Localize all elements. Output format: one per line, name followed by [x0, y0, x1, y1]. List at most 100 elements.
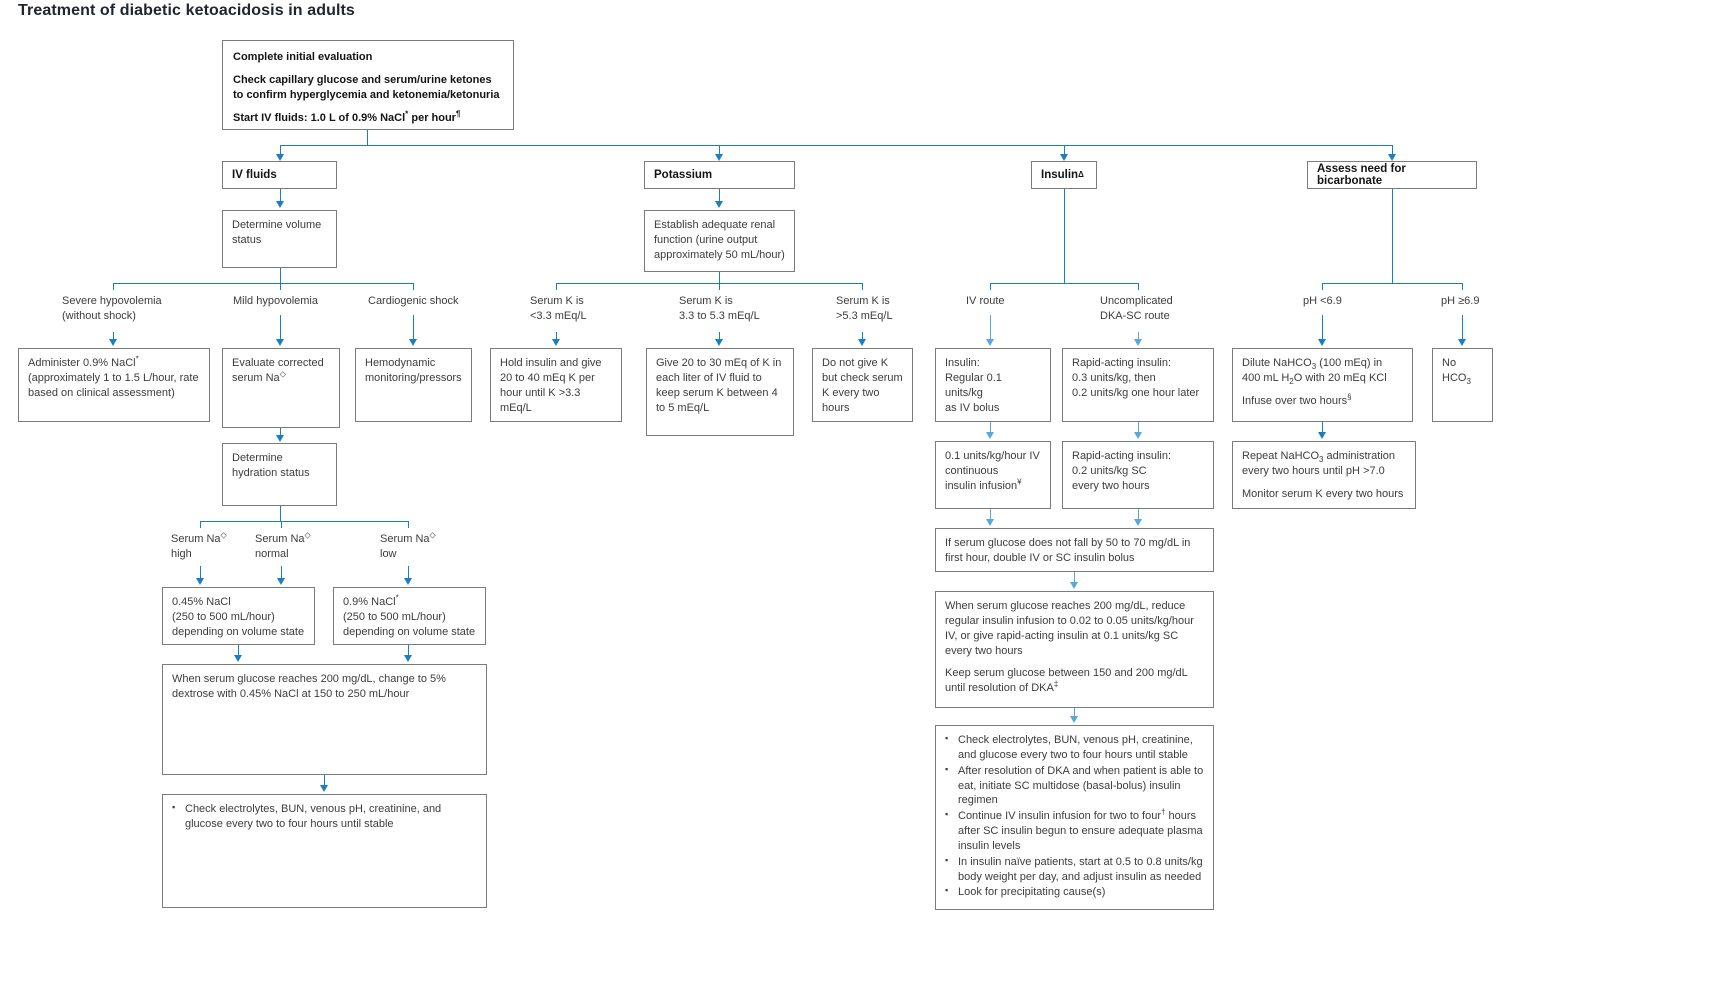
connector-volume-branch-v — [280, 268, 281, 283]
no-hco3-text: No HCO3 — [1442, 357, 1471, 387]
connector-bicarb-v — [1392, 189, 1393, 283]
arrow-mild-to-evaluate — [276, 315, 285, 346]
node-renal-function: Establish adequate renal function (urine… — [644, 210, 795, 272]
stub-k-high — [862, 283, 863, 290]
stub-na-low — [408, 521, 409, 528]
node-nacl-09: 0.9% NaCl* (250 to 500 mL/hour) dependin… — [333, 587, 486, 645]
stub-sc-route — [1138, 283, 1139, 290]
arrow-potassium-to-renal — [715, 189, 724, 208]
arrow-evaluate-to-hydration — [276, 428, 285, 442]
connector-hydration-branch-h — [200, 521, 408, 522]
arrow-to-bicarbonate — [1388, 145, 1397, 161]
repeat-nahco3-p2: Monitor serum K every two hours — [1242, 487, 1404, 500]
label-sc-route-line1: Uncomplicated — [1100, 295, 1173, 307]
node-determine-hydration: Determine hydration status — [222, 443, 337, 506]
label-na-normal-line2: normal — [255, 548, 289, 561]
arrow-09-to-dextrose — [404, 645, 413, 662]
monitoring-right-bullet-4: In insulin naïve patients, start at 0.5 … — [945, 854, 1204, 885]
label-k-mid: Serum K is 3.3 to 5.3 mEq/L — [679, 294, 760, 325]
node-iv-infusion: 0.1 units/kg/hour IV continuous insulin … — [935, 441, 1051, 509]
node-iv-bolus: Insulin: Regular 0.1 units/kg as IV bolu… — [935, 348, 1051, 422]
arrow-dilute-to-repeat — [1318, 422, 1327, 439]
node-give-k: Give 20 to 30 mEq of K in each liter of … — [646, 348, 794, 436]
stub-ph-low — [1322, 283, 1323, 290]
label-sc-route-line2: DKA-SC route — [1100, 310, 1170, 323]
arrow-repeat-to-double — [1134, 509, 1143, 526]
label-k-high: Serum K is >5.3 mEq/L — [836, 294, 893, 325]
label-serum-na-normal: Serum Na◇ normal — [255, 530, 311, 563]
node-header-potassium: Potassium — [644, 161, 795, 189]
stub-na-normal — [281, 521, 282, 528]
arrow-bolus-to-infusion — [986, 422, 995, 439]
nacl-045-line2: (250 to 500 mL/hour) — [172, 610, 275, 623]
stub-mild — [280, 283, 281, 290]
label-na-low-line1: Serum Na◇ — [380, 530, 436, 545]
arrow-na-high-to-045 — [196, 566, 205, 585]
arrow-severe-to-administer — [109, 332, 118, 346]
iv-bolus-line2: Regular 0.1 units/kg — [945, 371, 1002, 399]
node-administer-nacl: Administer 0.9% NaCl* (approximately 1 t… — [18, 348, 210, 422]
stub-cardiogenic — [413, 283, 414, 290]
arrow-na-normal-to-045 — [277, 566, 286, 585]
arrow-k-low-to-hold — [552, 332, 561, 346]
node-no-hco3: No HCO3 — [1432, 348, 1493, 422]
dilute-nahco3-p2: Infuse over two hours§ — [1242, 392, 1352, 407]
connector-volume-branch-h — [113, 283, 413, 284]
iv-infusion-line3: insulin infusion¥ — [945, 477, 1022, 492]
label-na-normal-line1: Serum Na◇ — [255, 530, 311, 545]
reduce-insulin-p1: When serum glucose reaches 200 mg/dL, re… — [945, 600, 1194, 657]
connector-k-branch-v — [719, 272, 720, 283]
administer-text: Administer 0.9% NaCl* (approximately 1 t… — [28, 354, 199, 399]
node-header-iv-fluids: IV fluids — [222, 161, 337, 189]
arrow-ph-high-to-nohco3 — [1458, 315, 1467, 346]
hemodynamic-text: Hemodynamic monitoring/pressors — [365, 357, 462, 384]
no-k-text: Do not give K but check serum K every tw… — [822, 357, 903, 414]
arrow-initial-to-repeat — [1134, 422, 1143, 439]
label-ph-low: pH <6.9 — [1303, 295, 1342, 307]
node-hold-insulin: Hold insulin and give 20 to 40 mEq K per… — [490, 348, 622, 422]
connector-insulin-branch-h — [990, 283, 1138, 284]
stub-k-mid — [719, 283, 720, 290]
label-k-high-line1: Serum K is — [836, 295, 890, 307]
sc-repeat-line1: Rapid-acting insulin: — [1072, 450, 1172, 462]
monitoring-left-bullet-1: Check electrolytes, BUN, venous pH, crea… — [172, 801, 477, 832]
node-initial-evaluation: Complete initial evaluation Check capill… — [222, 40, 514, 130]
node-determine-volume: Determine volume status — [222, 210, 337, 268]
nacl-09-line3: depending on volume state — [343, 625, 476, 638]
label-k-high-line2: >5.3 mEq/L — [836, 310, 893, 323]
label-severe-line2: (without shock) — [62, 310, 136, 323]
reduce-insulin-p2: Keep serum glucose between 150 and 200 m… — [945, 667, 1188, 695]
connector-insulin-v — [1064, 189, 1065, 283]
monitoring-left-list: Check electrolytes, BUN, venous pH, crea… — [172, 801, 477, 832]
node-dextrose: When serum glucose reaches 200 mg/dL, ch… — [162, 664, 487, 775]
arrow-to-insulin — [1060, 145, 1069, 161]
nacl-045-line3: depending on volume state — [172, 625, 305, 638]
initial-evaluation-line1: Complete initial evaluation — [233, 51, 373, 63]
iv-bolus-line1: Insulin: — [945, 357, 980, 369]
monitoring-right-list: Check electrolytes, BUN, venous pH, crea… — [945, 732, 1204, 900]
node-evaluate-serum-na: Evaluate corrected serum Na◇ — [222, 348, 340, 428]
nacl-045-line1: 0.45% NaCl — [172, 596, 231, 608]
iv-infusion-line2: continuous — [945, 464, 999, 477]
renal-function-text: Establish adequate renal function (urine… — [654, 219, 785, 261]
monitoring-right-bullet-5: Look for precipitating cause(s) — [945, 884, 1204, 900]
arrow-iv-route-to-bolus — [986, 315, 995, 346]
sc-repeat-line3: every two hours — [1072, 479, 1150, 492]
label-k-low-line1: Serum K is — [530, 295, 584, 307]
page-title: Treatment of diabetic ketoacidosis in ad… — [18, 2, 355, 19]
arrow-iv-to-volume-status — [276, 189, 285, 208]
arrow-sc-route-to-initial — [1134, 332, 1143, 346]
node-no-k: Do not give K but check serum K every tw… — [812, 348, 913, 422]
arrow-na-low-to-09 — [404, 566, 413, 585]
hold-insulin-text: Hold insulin and give 20 to 40 mEq K per… — [500, 357, 602, 414]
sc-initial-line1: Rapid-acting insulin: — [1072, 357, 1172, 369]
initial-evaluation-line2: Check capillary glucose and serum/urine … — [233, 73, 500, 101]
node-sc-repeat: Rapid-acting insulin: 0.2 units/kg SC ev… — [1062, 441, 1214, 509]
node-reduce-insulin: When serum glucose reaches 200 mg/dL, re… — [935, 591, 1214, 708]
node-repeat-nahco3: Repeat NaHCO3 administration every two h… — [1232, 441, 1416, 509]
node-double-bolus: If serum glucose does not fall by 50 to … — [935, 528, 1214, 572]
label-cardiogenic-shock: Cardiogenic shock — [368, 295, 459, 307]
label-k-mid-line1: Serum K is — [679, 295, 733, 307]
